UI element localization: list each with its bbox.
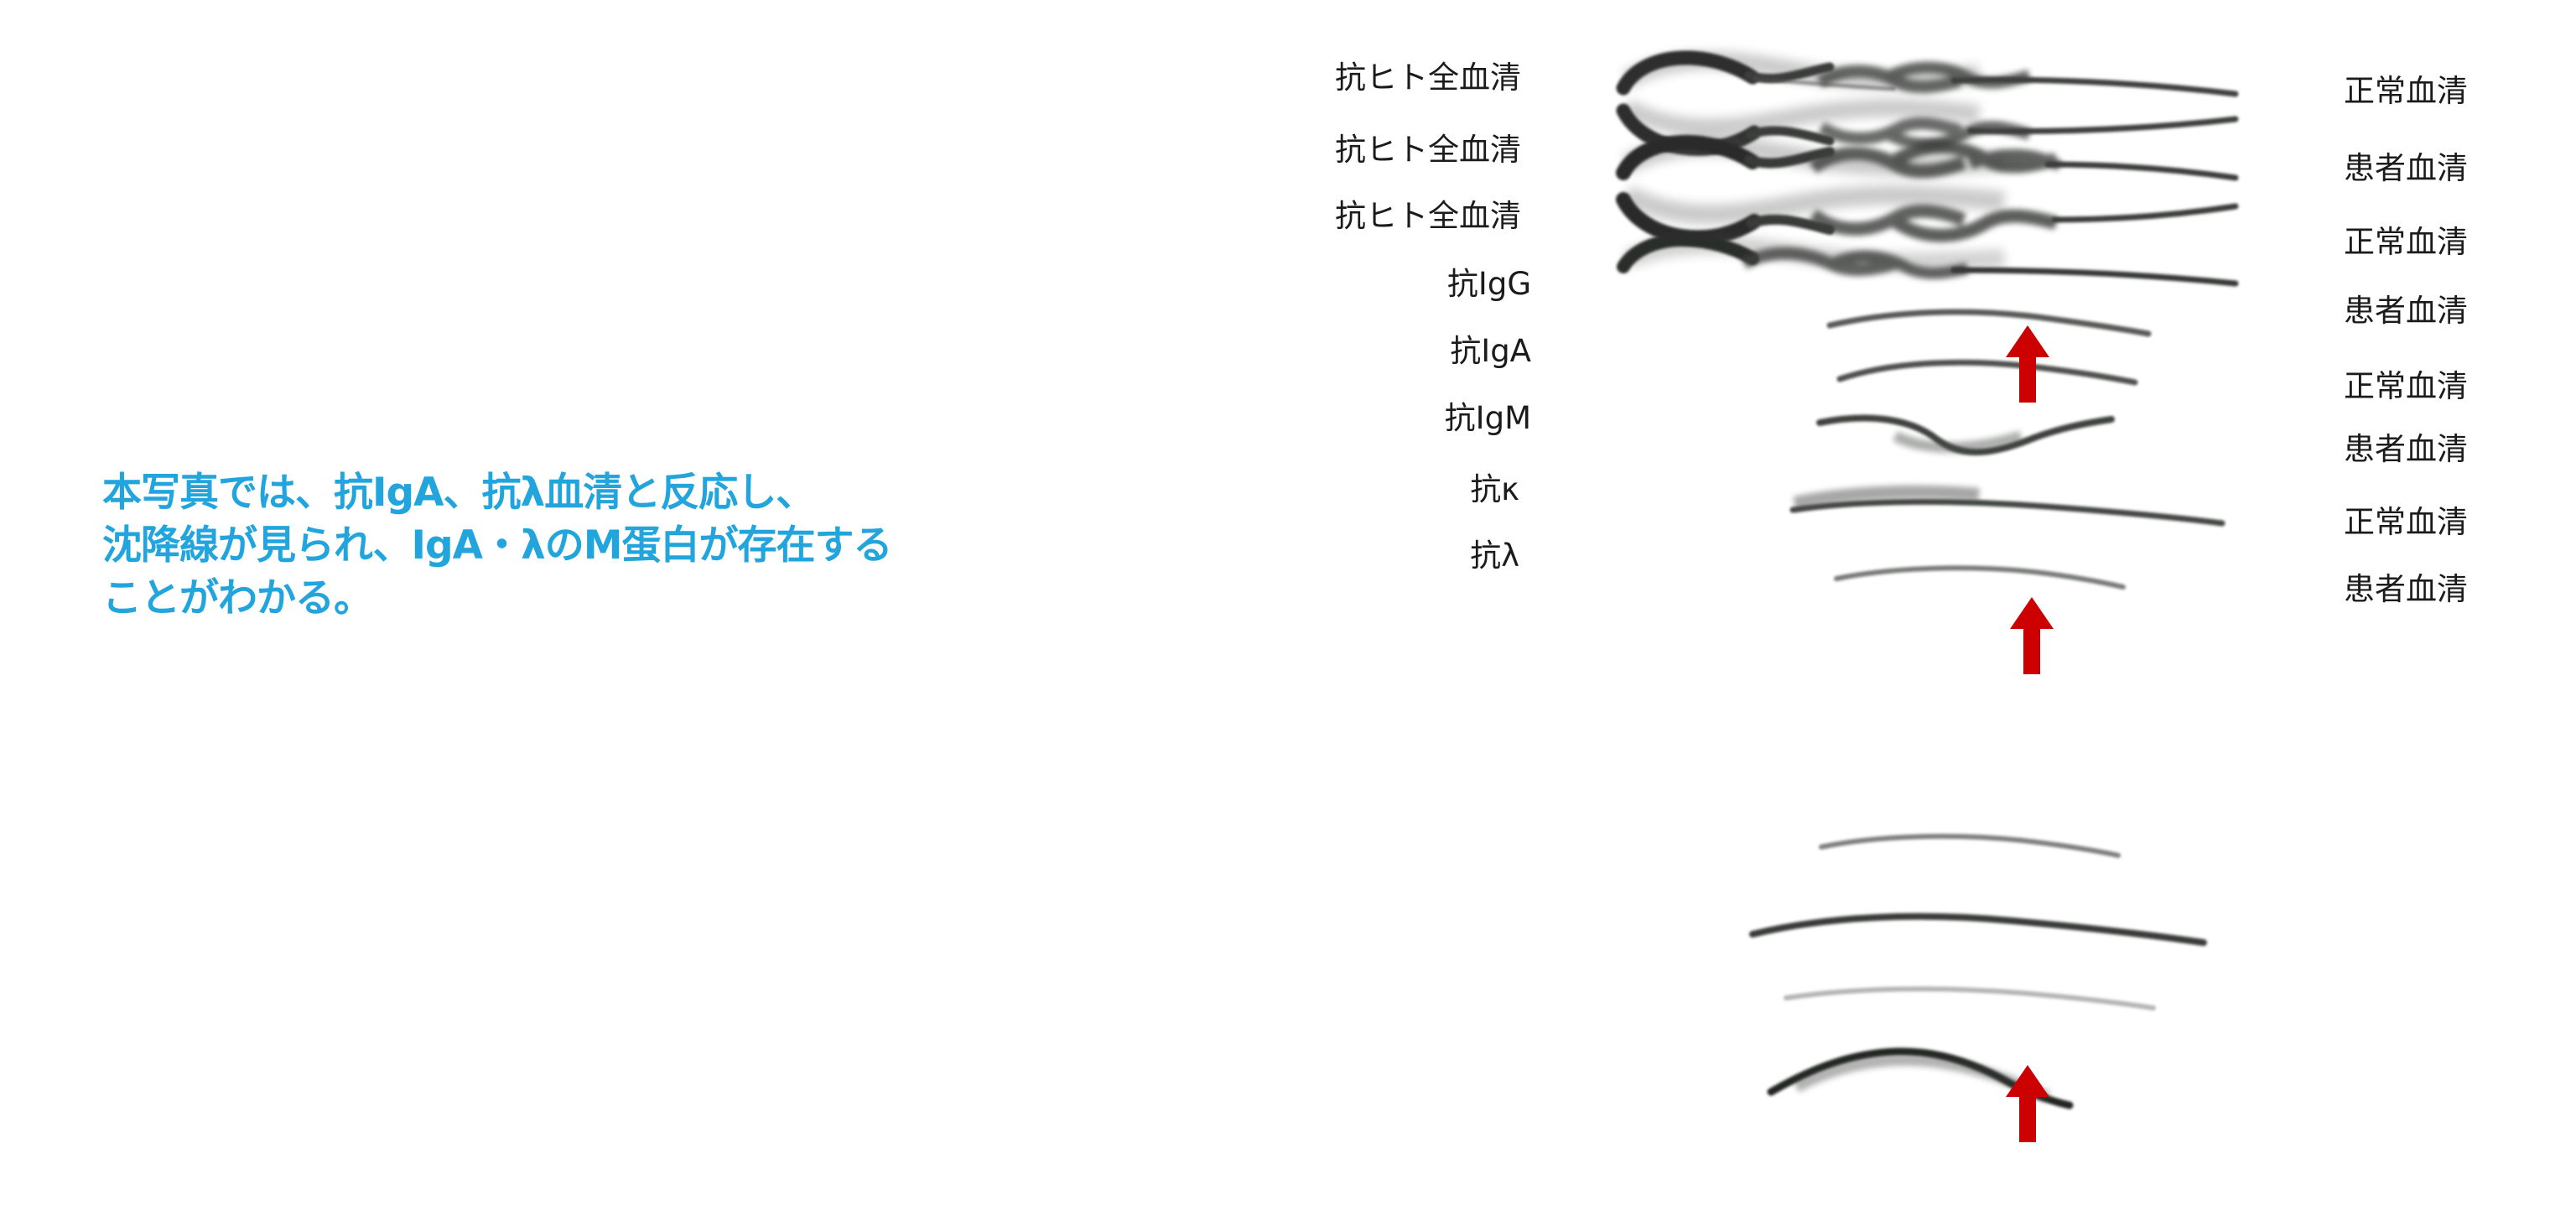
caption-line-3: ことがわかる。 [102, 575, 373, 621]
right-label-patient-serum-3: 患者血清 [2344, 431, 2468, 467]
gel-band-2 [1616, 134, 2239, 246]
right-label-patient-serum-2: 患者血清 [2344, 293, 2468, 329]
left-label-anti-human-whole-serum-2: 抗ヒト全血清 [1335, 132, 1521, 168]
left-label-anti-human-whole-serum-3: 抗ヒト全血清 [1335, 198, 1521, 234]
left-label-anti-lambda: 抗λ [1470, 538, 1519, 574]
right-label-normal-serum-1: 正常血清 [2344, 73, 2468, 109]
gel-band-4-anti-igg [1836, 359, 2138, 386]
caption-line-2: 沈降線が見られ、IgA・λのM蛋白が存在する [102, 522, 893, 569]
left-label-anti-kappa: 抗κ [1470, 471, 1519, 507]
gel-band-1 [1616, 50, 2239, 156]
immunoelectrophoresis-gel [1501, 0, 2256, 1216]
gel-band-8-anti-lambda [1767, 986, 2156, 1109]
up-arrow-icon [2010, 597, 2054, 674]
right-label-normal-serum-3: 正常血清 [2344, 368, 2468, 404]
right-label-patient-serum-4: 患者血清 [2344, 571, 2468, 607]
gel-band-6-anti-igm [1834, 565, 2126, 590]
gel-band-5-anti-iga [1789, 414, 2225, 527]
gel-band-3 [1617, 232, 2239, 337]
arrow-anti-iga-patient [2008, 597, 2055, 674]
left-label-anti-human-whole-serum-1: 抗ヒト全血清 [1335, 60, 1521, 96]
caption-line-1: 本写真では、抗IgA、抗λ血清と反応し、 [102, 470, 815, 516]
arrow-anti-human-whole-serum-patient [2004, 325, 2051, 403]
left-label-anti-igm: 抗IgM [1444, 400, 1531, 436]
right-label-normal-serum-4: 正常血清 [2344, 504, 2468, 540]
left-label-anti-igg: 抗IgG [1446, 266, 1531, 302]
up-arrow-icon [2006, 1065, 2049, 1142]
precipitin-arc-diagram [1616, 50, 2239, 1109]
right-label-patient-serum-1: 患者血清 [2344, 150, 2468, 186]
gel-band-7-anti-kappa [1749, 834, 2207, 946]
up-arrow-icon [2006, 325, 2049, 403]
caption-block: 本写真では、抗IgA、抗λ血清と反応し、 沈降線が見られ、IgA・λのM蛋白が存… [102, 466, 941, 625]
left-label-anti-iga: 抗IgA [1450, 333, 1531, 369]
right-label-normal-serum-2: 正常血清 [2344, 224, 2468, 260]
arrow-anti-lambda-patient [2004, 1065, 2051, 1142]
